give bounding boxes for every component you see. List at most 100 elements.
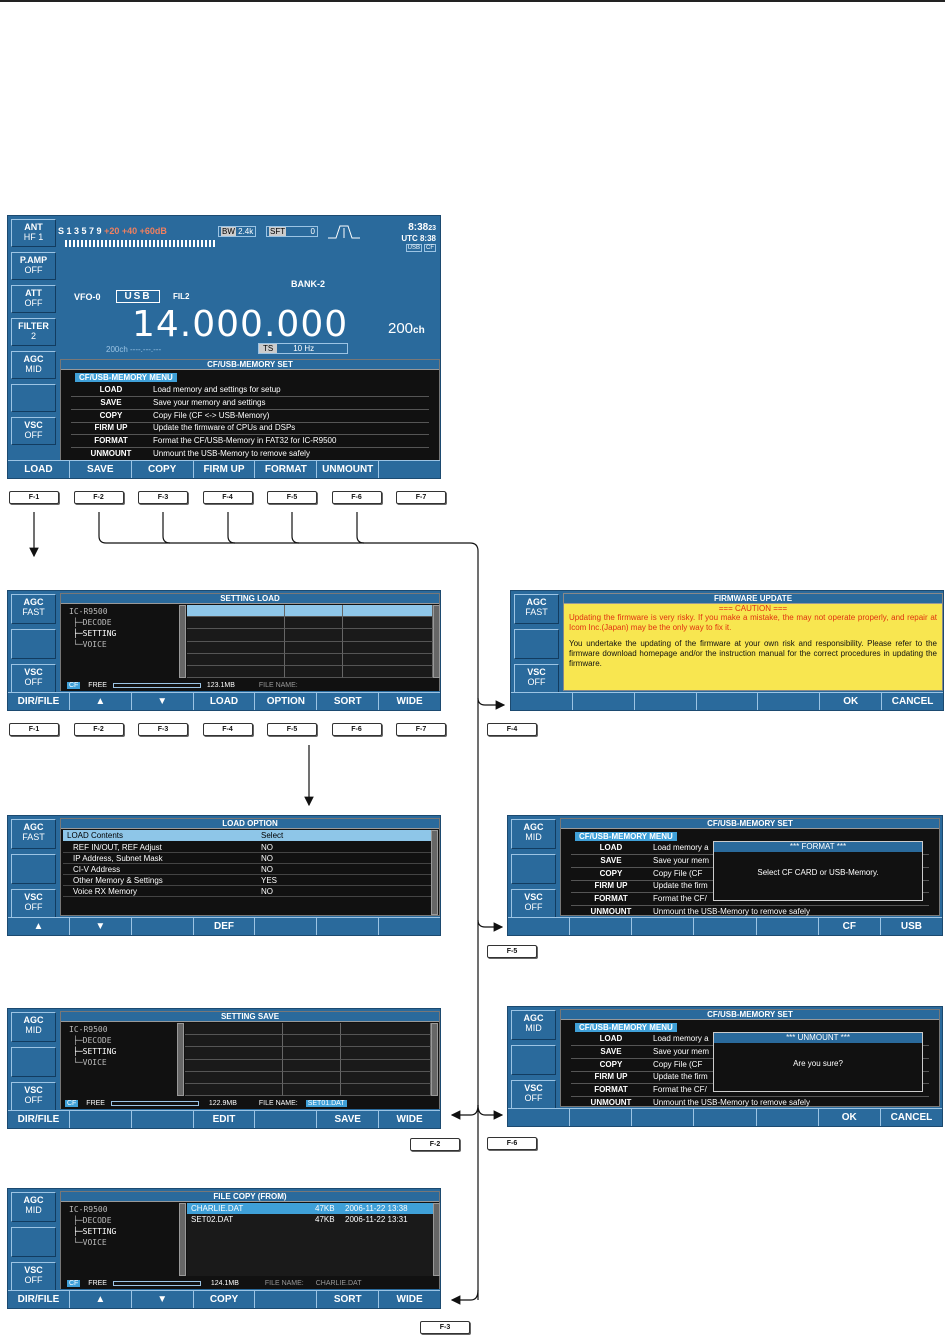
side-key-blank[interactable] (11, 1227, 56, 1257)
function-key-6[interactable] (317, 918, 380, 935)
function-key-3[interactable] (132, 1111, 194, 1128)
function-key-4[interactable]: LOAD (194, 693, 256, 710)
tree-node[interactable]: └─VOICE (73, 640, 107, 649)
function-key-3[interactable] (632, 918, 695, 935)
function-key-5[interactable] (758, 693, 821, 710)
side-key-blank[interactable] (511, 854, 556, 884)
function-key-3[interactable] (632, 1109, 695, 1126)
hardware-key-f7[interactable]: F-7 (396, 723, 446, 736)
tree-node[interactable]: ├─SETTING (73, 629, 117, 638)
function-key-4[interactable] (697, 693, 759, 710)
function-key-1[interactable] (508, 918, 571, 935)
function-key-4[interactable] (694, 918, 757, 935)
tree-node[interactable]: IC-R9500 (69, 1025, 108, 1034)
hardware-key-f7[interactable]: F-7 (396, 491, 446, 504)
function-key-7[interactable]: USB (900, 921, 922, 932)
function-key-6[interactable]: SAVE (317, 1111, 380, 1128)
function-key-6[interactable]: CF (819, 918, 881, 935)
function-key-1[interactable]: DIR/FILE (8, 1111, 70, 1128)
function-key-2[interactable] (570, 918, 633, 935)
hardware-key-f4[interactable]: F-4 (202, 491, 253, 504)
tree-node[interactable]: ├─DECODE (73, 618, 112, 627)
function-key-2[interactable]: ▼ (70, 918, 132, 935)
hardware-key-f5[interactable]: F-5 (267, 491, 317, 504)
tree-node[interactable]: └─VOICE (73, 1058, 107, 1067)
side-key-blank[interactable] (511, 1045, 556, 1075)
function-key-5[interactable] (255, 1111, 318, 1128)
function-key-2[interactable] (573, 693, 635, 710)
tree-node[interactable]: └─VOICE (73, 1238, 107, 1247)
function-key-2[interactable] (570, 1109, 633, 1126)
function-key-7[interactable]: CANCEL (891, 696, 934, 707)
function-key-3[interactable] (132, 918, 194, 935)
tree-node[interactable]: ├─DECODE (73, 1216, 112, 1225)
function-key-6[interactable]: UNMOUNT (317, 461, 380, 478)
function-key-6[interactable]: OK (819, 1109, 881, 1126)
tree-node[interactable]: ├─SETTING (73, 1047, 117, 1056)
function-key-4[interactable]: EDIT (194, 1111, 256, 1128)
hardware-key-f3[interactable]: F-3 (420, 1321, 470, 1334)
function-key-5[interactable]: OPTION (255, 693, 318, 710)
hardware-key-f6[interactable]: F-6 (487, 1137, 537, 1150)
folder-tree[interactable]: IC-R9500 ├─DECODE ├─SETTING └─VOICE (69, 1204, 116, 1248)
hardware-key-f4[interactable]: F-4 (202, 723, 253, 736)
function-key-4[interactable]: COPY (194, 1291, 256, 1308)
function-key-4[interactable]: FIRM UP (194, 461, 256, 478)
function-key-3[interactable]: COPY (132, 461, 194, 478)
file-scrollbar[interactable] (431, 1023, 438, 1096)
tree-node[interactable]: IC-R9500 (69, 607, 108, 616)
tree-node[interactable]: ├─DECODE (73, 1036, 112, 1045)
hardware-key-f3[interactable]: F-3 (138, 723, 188, 736)
function-key-6[interactable]: SORT (317, 1291, 380, 1308)
folder-tree[interactable]: IC-R9500 ├─DECODE ├─SETTING └─VOICE (69, 606, 116, 650)
file-scrollbar[interactable] (433, 1203, 440, 1276)
function-key-5[interactable]: FORMAT (255, 461, 318, 478)
tree-scrollbar[interactable] (177, 1023, 184, 1096)
tree-node[interactable]: ├─SETTING (73, 1227, 117, 1236)
function-key-7[interactable]: WIDE (396, 1114, 423, 1125)
function-key-4[interactable]: DEF (194, 918, 256, 935)
function-key-3[interactable]: ▼ (132, 1291, 194, 1308)
function-key-3[interactable]: ▼ (132, 693, 194, 710)
function-key-5[interactable] (757, 1109, 819, 1126)
folder-tree[interactable]: IC-R9500 ├─DECODE ├─SETTING └─VOICE (69, 1024, 116, 1068)
side-key-blank[interactable] (11, 629, 56, 659)
function-key-2[interactable]: SAVE (70, 461, 132, 478)
function-key-2[interactable] (70, 1111, 132, 1128)
hardware-key-f6[interactable]: F-6 (331, 723, 382, 736)
side-key-blank[interactable] (11, 384, 56, 412)
function-key-5[interactable] (255, 918, 318, 935)
function-key-7[interactable]: WIDE (396, 696, 423, 707)
side-key-blank[interactable] (11, 1047, 56, 1077)
side-key-blank[interactable] (11, 854, 56, 884)
function-key-3[interactable] (635, 693, 697, 710)
function-key-1[interactable]: DIR/FILE (8, 1291, 70, 1308)
file-name-input[interactable]: SET01.DAT (305, 1100, 347, 1107)
function-key-1[interactable] (508, 1109, 571, 1126)
tree-node[interactable]: IC-R9500 (69, 1205, 108, 1214)
file-scrollbar[interactable] (433, 605, 440, 678)
